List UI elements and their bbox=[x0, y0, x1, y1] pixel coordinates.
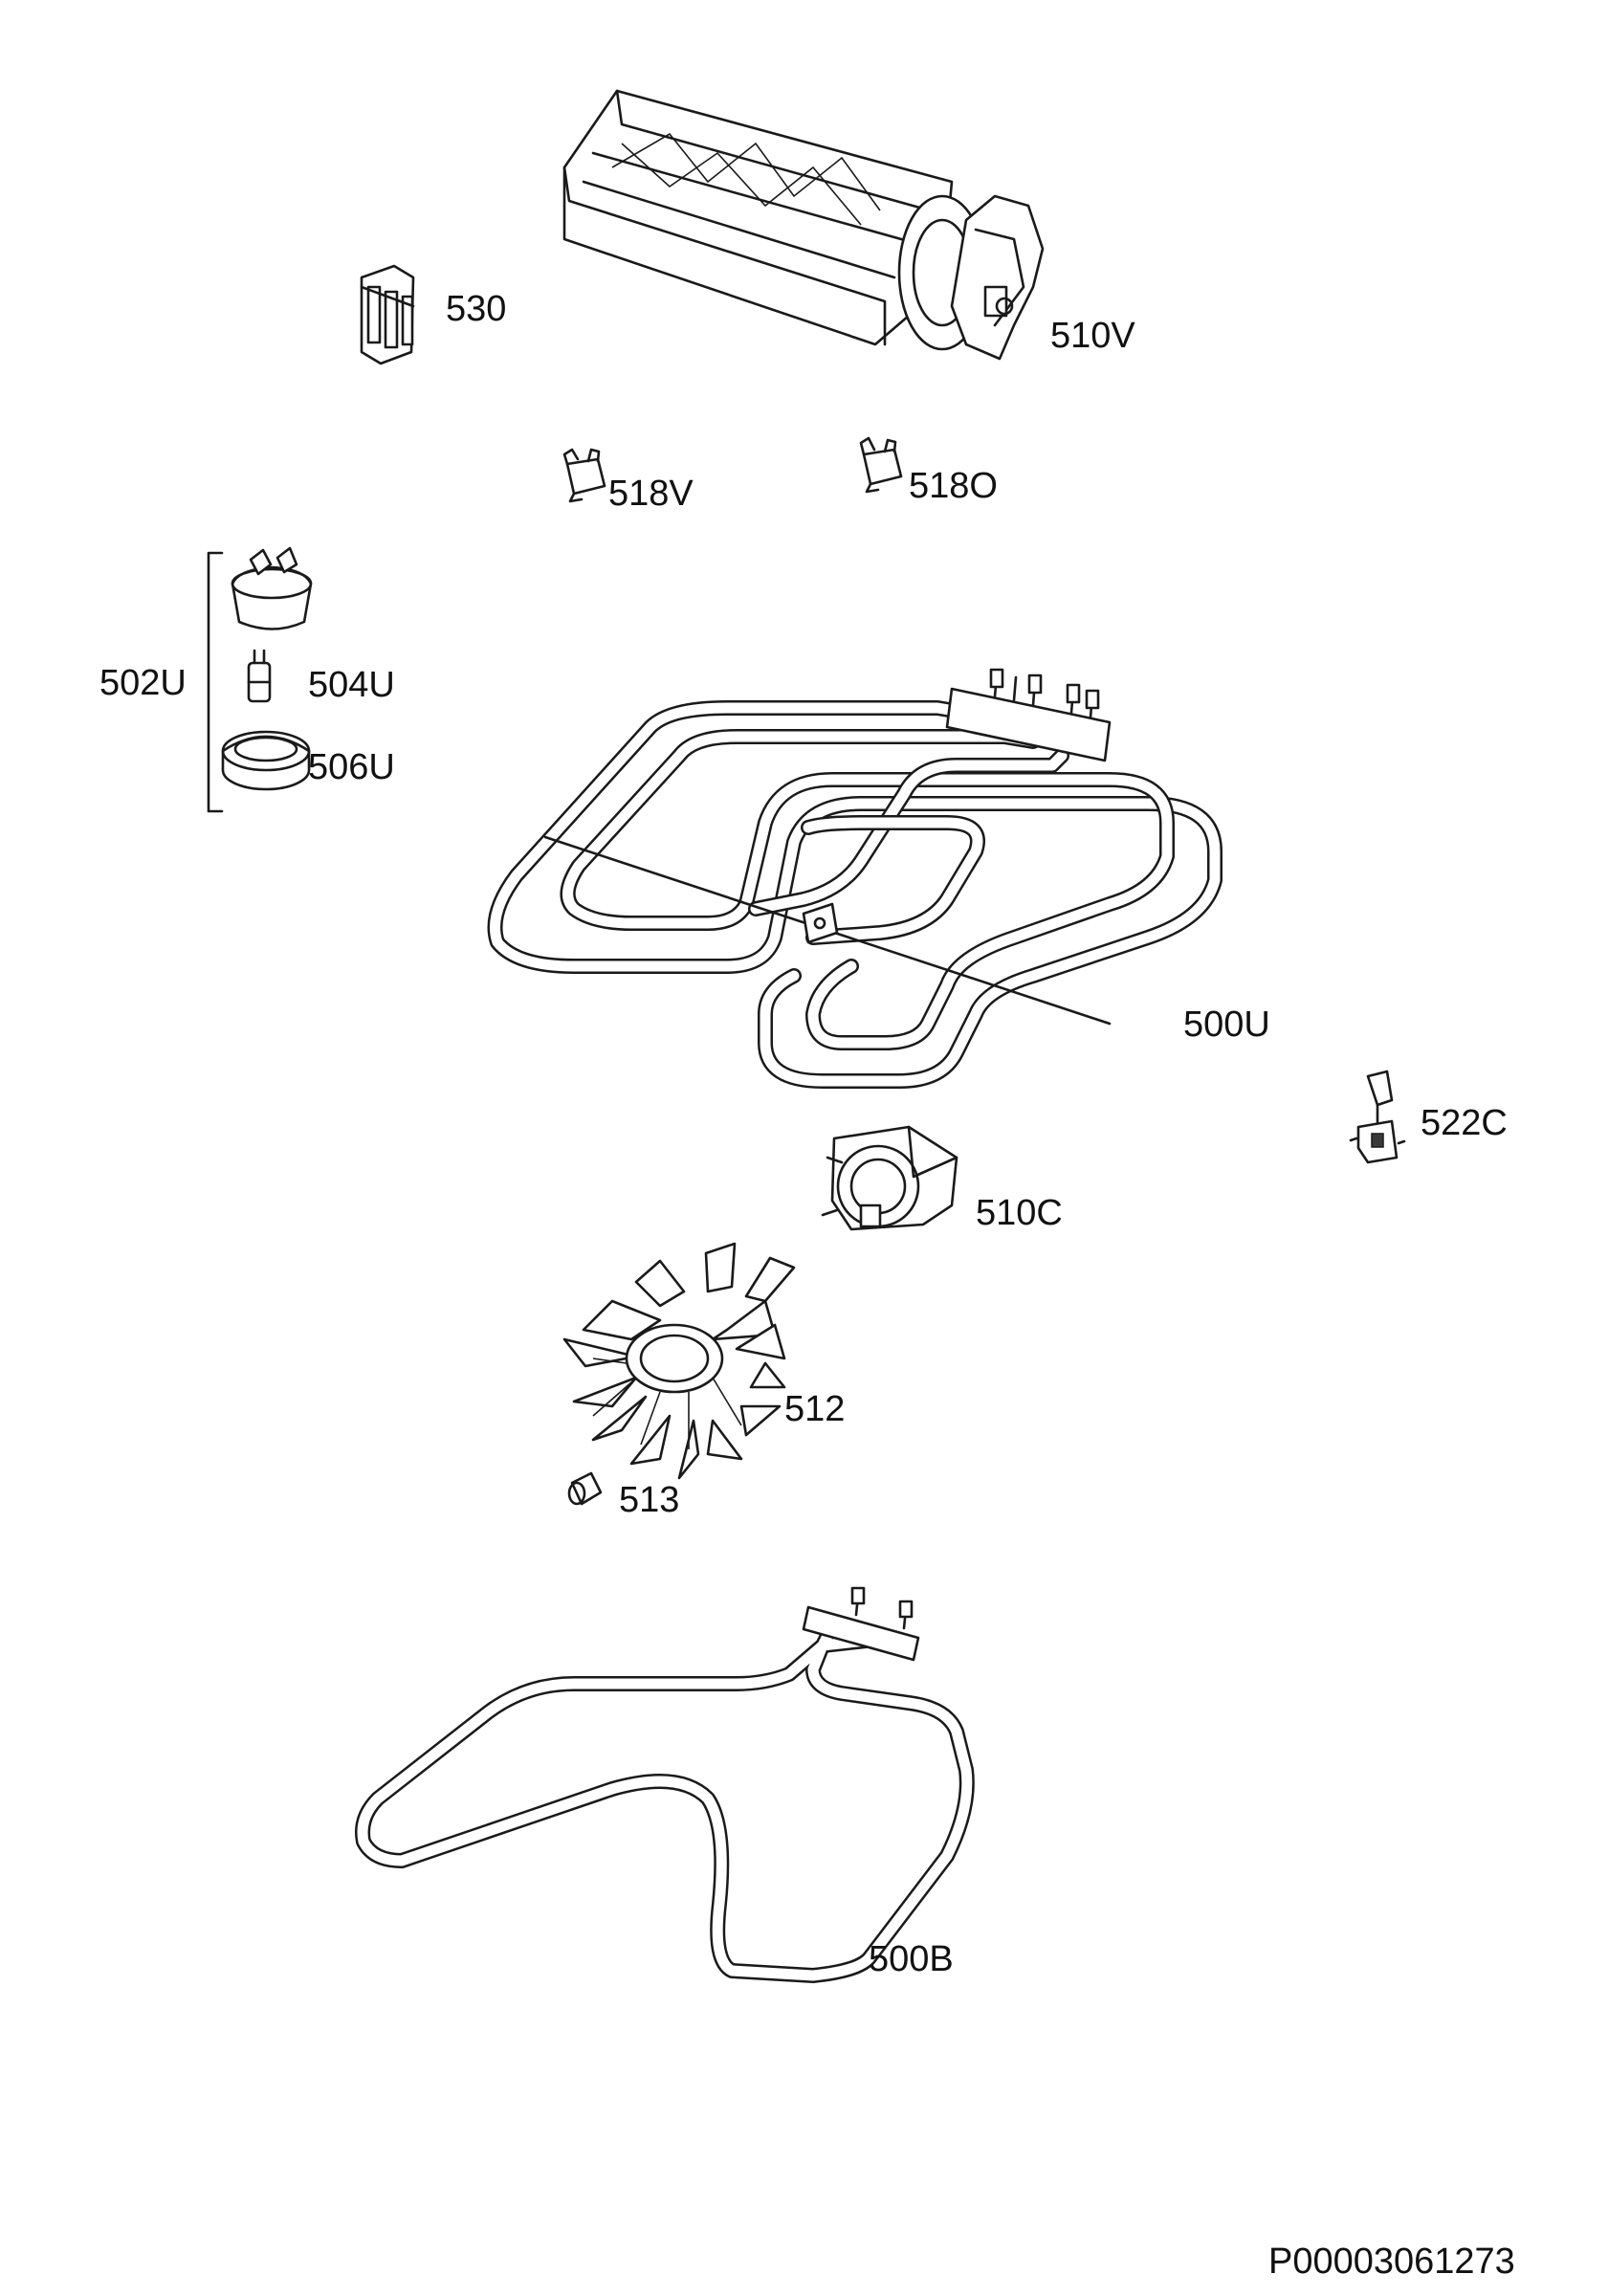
part-518o-switch bbox=[859, 436, 903, 494]
label-530: 530 bbox=[446, 289, 506, 329]
label-510v: 510V bbox=[1050, 316, 1135, 356]
part-502u-lamp-assembly bbox=[207, 546, 313, 813]
label-500b: 500B bbox=[869, 1939, 954, 1979]
part-504u-lamp-bulb bbox=[247, 649, 272, 703]
label-518o: 518O bbox=[909, 466, 998, 506]
part-530-terminal-block bbox=[360, 264, 415, 365]
label-502u: 502U bbox=[99, 663, 187, 703]
part-500b-bottom-heating-element bbox=[355, 1586, 975, 1983]
part-500u-top-heating-element bbox=[487, 668, 1223, 1089]
part-510v-tangential-fan bbox=[562, 89, 1045, 361]
label-512: 512 bbox=[784, 1389, 845, 1429]
part-522c-door-switch bbox=[1349, 1070, 1406, 1164]
label-500u: 500U bbox=[1183, 1004, 1270, 1045]
drawing-number: P00003061273 bbox=[1268, 2241, 1515, 2282]
part-513-nut bbox=[567, 1471, 603, 1506]
part-512-fan-blade bbox=[562, 1242, 796, 1480]
label-518v: 518V bbox=[608, 474, 694, 514]
part-510c-convection-fan-motor bbox=[821, 1125, 958, 1231]
label-510c: 510C bbox=[976, 1193, 1063, 1233]
label-506u: 506U bbox=[308, 747, 395, 787]
label-504u: 504U bbox=[308, 665, 395, 705]
label-522c: 522C bbox=[1421, 1103, 1508, 1143]
label-513: 513 bbox=[619, 1480, 679, 1520]
part-518v-switch bbox=[562, 448, 606, 503]
part-506u-lamp-cover bbox=[221, 730, 311, 791]
